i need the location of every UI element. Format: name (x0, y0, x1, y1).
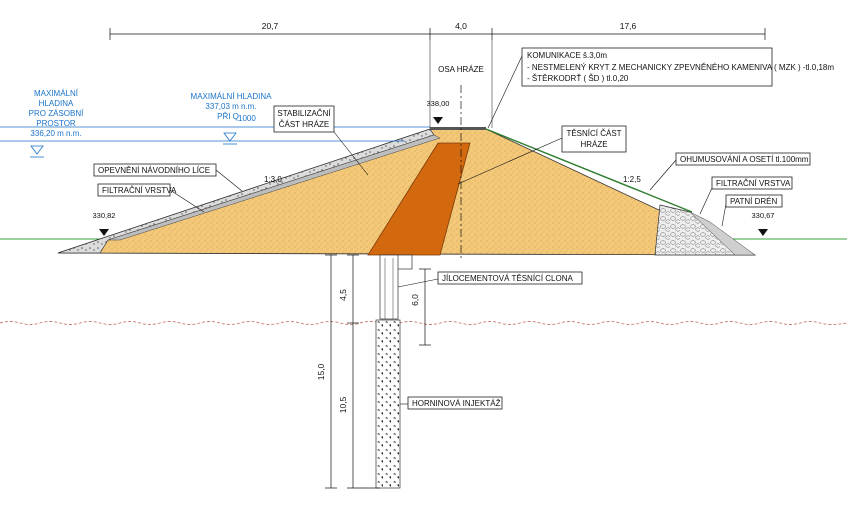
elev-toe-right: 330,67 (752, 211, 775, 220)
sealing-core (367, 142, 471, 256)
rock-grouting (375, 319, 401, 489)
road-line2: - NESTMELENÝ KRYT Z MECHANICKY ZPEVNĚNÉH… (527, 63, 834, 72)
water-flood-line2: 337,03 m n.m. (205, 102, 256, 111)
callout-stabilizing: STABILIZAČNÍ ČÁST HRÁZE (273, 105, 369, 176)
clay-cement-label: JÍLOCEMENTOVÁ TĚSNÍCÍ CLONA (442, 274, 574, 283)
clay-cement-curtain (379, 254, 399, 320)
elev-toe-left: 330,82 (93, 211, 116, 220)
humus-label: OHUMUSOVÁNÍ A OSETÍ tl.100mm (680, 155, 809, 164)
dim-top-mid: 4,0 (455, 21, 467, 31)
dim-v-lower: 10,5 (338, 396, 348, 413)
grouting-label: HORNINOVÁ INJEKTÁŽ (412, 399, 501, 408)
slope-upstream: 1:3,0 (264, 175, 282, 184)
filter-layer-right (689, 211, 756, 256)
callout-toe-drain: PATNÍ DRÉN (721, 194, 783, 227)
slope-downstream: 1:2,5 (623, 175, 641, 184)
callout-filter-right: FILTRAČNÍ VRSTVA (699, 176, 793, 215)
water-storage-line3: PRO ZÁSOBNÍ (29, 109, 84, 118)
dim-top-left: 20,7 (262, 21, 279, 31)
road-line3: - ŠTĚRKODRŤ ( ŠD ) tl.0,20 (527, 74, 629, 83)
dim-clona: 6,0 (410, 294, 420, 306)
water-flood-line3: PŘI Q (217, 112, 239, 121)
crest-road (430, 127, 486, 130)
elev-crest: 338,00 (427, 99, 450, 108)
water-storage-line2: HLADINA (39, 99, 74, 108)
filter-left-label: FILTRAČNÍ VRSTVA (102, 186, 177, 195)
water-flood-line1: MAXIMÁLNÍ HLADINA (191, 92, 273, 101)
toe-drain-label: PATNÍ DRÉN (730, 197, 777, 206)
humus-line (485, 128, 693, 213)
water-flood-sub: 1000 (238, 114, 256, 123)
water-storage-line4: PROSTOR (36, 119, 76, 128)
callout-sealing: TĚSNÍCÍ ČÁST HRÁZE (457, 125, 627, 185)
bedrock-line (0, 321, 847, 325)
water-storage-line5: 336,20 m n.m. (30, 129, 81, 138)
dim-top-right: 17,6 (620, 21, 637, 31)
water-level-marker (30, 145, 44, 155)
dim-v-upper: 4,5 (338, 289, 348, 301)
callout-clay-cement: JÍLOCEMENTOVÁ TĚSNÍCÍ CLONA (397, 271, 583, 288)
sealing-line1: TĚSNÍCÍ ČÁST (566, 129, 621, 138)
callout-upstream-lining: OPEVNĚNÍ NÁVODNÍHO LÍCE (93, 163, 243, 192)
dam-axis-label: OSA HRÁZE (438, 65, 484, 74)
filter-right-label: FILTRAČNÍ VRSTVA (716, 179, 791, 188)
sealing-line2: HRÁZE (580, 140, 607, 149)
water-storage-line1: MAXIMÁLNÍ (34, 89, 79, 98)
callout-grouting: HORNINOVÁ INJEKTÁŽ (400, 396, 503, 410)
road-line1: KOMUNIKACE š.3,0m (527, 51, 607, 60)
callout-filter-left: FILTRAČNÍ VRSTVA (97, 183, 205, 213)
stabilizing-line1: STABILIZAČNÍ (277, 109, 331, 118)
elev-crest-marker (433, 117, 443, 124)
callout-road: KOMUNIKACE š.3,0m - NESTMELENÝ KRYT Z ME… (487, 47, 834, 129)
upstream-lining-label: OPEVNĚNÍ NÁVODNÍHO LÍCE (98, 166, 210, 175)
stabilizing-line2: ČÁST HRÁZE (279, 120, 330, 129)
callout-humus: OHUMUSOVÁNÍ A OSETÍ tl.100mm (649, 152, 811, 191)
dim-v-total: 15,0 (316, 363, 326, 380)
